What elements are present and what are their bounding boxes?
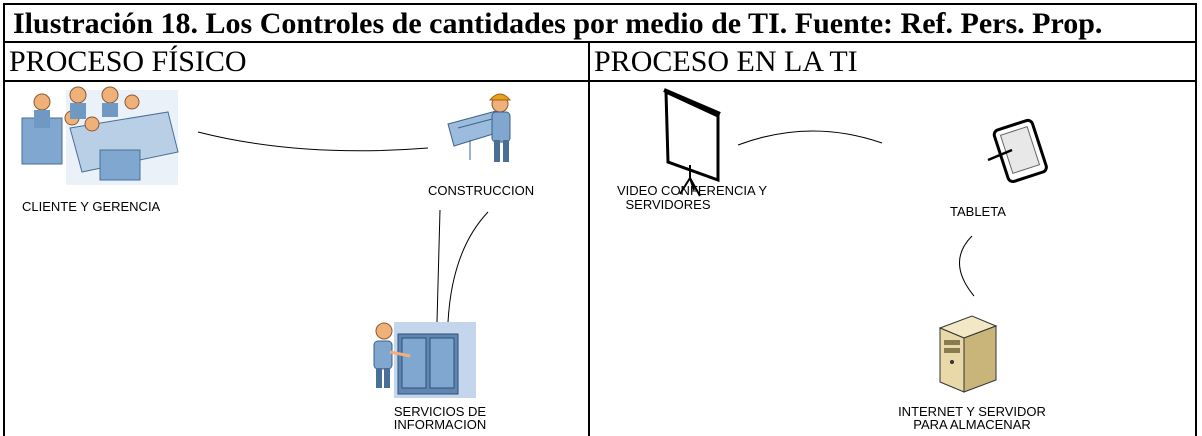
label-cliente: CLIENTE Y GERENCIA: [22, 199, 161, 214]
label-servicios-line2: INFORMACION: [393, 417, 487, 432]
label-internet-line1: INTERNET Y SERVIDOR: [898, 404, 1046, 419]
right-body-cell: [588, 80, 1197, 436]
right-header: PROCESO EN LA TI: [594, 45, 858, 78]
label-construccion: CONSTRUCCION: [428, 183, 535, 198]
tablet-icon: [987, 118, 1048, 184]
connector-video-tableta: [737, 130, 883, 146]
title-cell: Ilustración 18. Los Controles de cantida…: [3, 3, 1197, 41]
connector-tableta-internet: [959, 235, 975, 297]
meeting-icon: [21, 86, 179, 185]
figure-title: Ilustración 18. Los Controles de cantida…: [13, 7, 1103, 40]
label-video-line1: VIDEO CONFERENCIA Y: [616, 183, 767, 198]
label-tableta: TABLETA: [950, 204, 1006, 219]
computer-tower-icon: [938, 315, 998, 393]
left-body-cell: [3, 80, 590, 436]
connector-cliente-construccion: [197, 131, 429, 152]
label-servicios-line1: SERVICIOS DE: [393, 404, 487, 419]
connector-construccion-servicios-curve: [447, 211, 489, 323]
connector-construccion-servicios-straight: [436, 209, 441, 323]
left-header-cell: PROCESO FÍSICO: [3, 41, 590, 80]
projector-screen-icon: [663, 88, 721, 197]
worker-server-icon: [373, 322, 476, 398]
right-header-cell: PROCESO EN LA TI: [588, 41, 1197, 80]
worker-blueprint-icon: [447, 93, 512, 162]
left-header: PROCESO FÍSICO: [9, 45, 247, 78]
label-internet-line2: PARA ALMACENAR: [913, 417, 1031, 432]
label-video-line2: SERVIDORES: [625, 197, 711, 212]
